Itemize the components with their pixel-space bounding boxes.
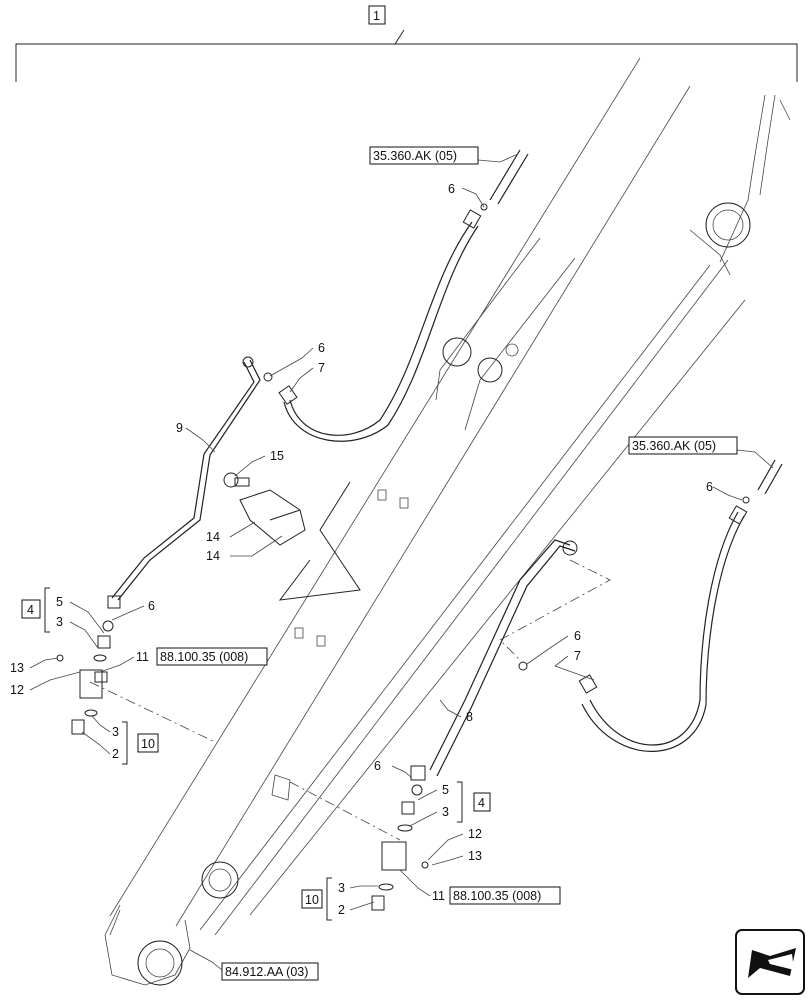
callout-2[interactable]: 2 (112, 747, 119, 761)
callout-12[interactable]: 12 (10, 683, 24, 697)
callout-13[interactable]: 13 (468, 849, 482, 863)
callout-13[interactable]: 13 (10, 661, 24, 675)
ref-right-hose[interactable]: 35.360.AK (05) (632, 439, 716, 453)
callout-4[interactable]: 4 (478, 796, 485, 810)
callout-2[interactable]: 2 (338, 903, 345, 917)
clamp-assembly (223, 472, 306, 546)
callout-6[interactable]: 6 (148, 599, 155, 613)
callout-12[interactable]: 12 (468, 827, 482, 841)
callout-5[interactable]: 5 (442, 783, 449, 797)
callout-7[interactable]: 7 (574, 649, 581, 663)
ref-block-left[interactable]: 88.100.35 (008) (160, 650, 248, 664)
callout-15[interactable]: 15 (270, 449, 284, 463)
callout-11[interactable]: 11 (136, 650, 149, 664)
callout-6[interactable]: 6 (448, 182, 455, 196)
right-block-stack (371, 784, 429, 911)
centerlines (89, 559, 611, 841)
callout-14[interactable]: 14 (206, 549, 220, 563)
left-block-stack (56, 620, 114, 735)
ref-block-right[interactable]: 88.100.35 (008) (453, 889, 541, 903)
boom-arm (104, 57, 791, 986)
callout-4[interactable]: 4 (27, 603, 34, 617)
callout-3[interactable]: 3 (338, 881, 345, 895)
callout-6[interactable]: 6 (574, 629, 581, 643)
top-hose-assembly (107, 149, 529, 609)
callout-11[interactable]: 11 (432, 889, 445, 903)
reference-boxes (156, 146, 738, 981)
arrow-left-icon[interactable] (735, 929, 805, 995)
group-brackets (21, 587, 491, 921)
callout-3[interactable]: 3 (112, 725, 119, 739)
callout-6[interactable]: 6 (318, 341, 325, 355)
callout-9[interactable]: 9 (176, 421, 183, 435)
callout-6[interactable]: 6 (706, 480, 713, 494)
callout-7[interactable]: 7 (318, 361, 325, 375)
callout-8[interactable]: 8 (466, 710, 473, 724)
callout-1[interactable]: 1 (373, 9, 380, 23)
callout-3[interactable]: 3 (56, 615, 63, 629)
right-hose-assembly (410, 459, 783, 781)
callout-10[interactable]: 10 (141, 737, 155, 751)
leader-lines (29, 153, 774, 971)
callout-6[interactable]: 6 (374, 759, 381, 773)
ref-boom[interactable]: 84.912.AA (03) (225, 965, 308, 979)
callout-14[interactable]: 14 (206, 530, 220, 544)
callout-3[interactable]: 3 (442, 805, 449, 819)
callout-5[interactable]: 5 (56, 595, 63, 609)
assembly-bracket: 1 (15, 5, 798, 82)
ref-top-hose[interactable]: 35.360.AK (05) (373, 149, 457, 163)
callout-10[interactable]: 10 (305, 893, 319, 907)
